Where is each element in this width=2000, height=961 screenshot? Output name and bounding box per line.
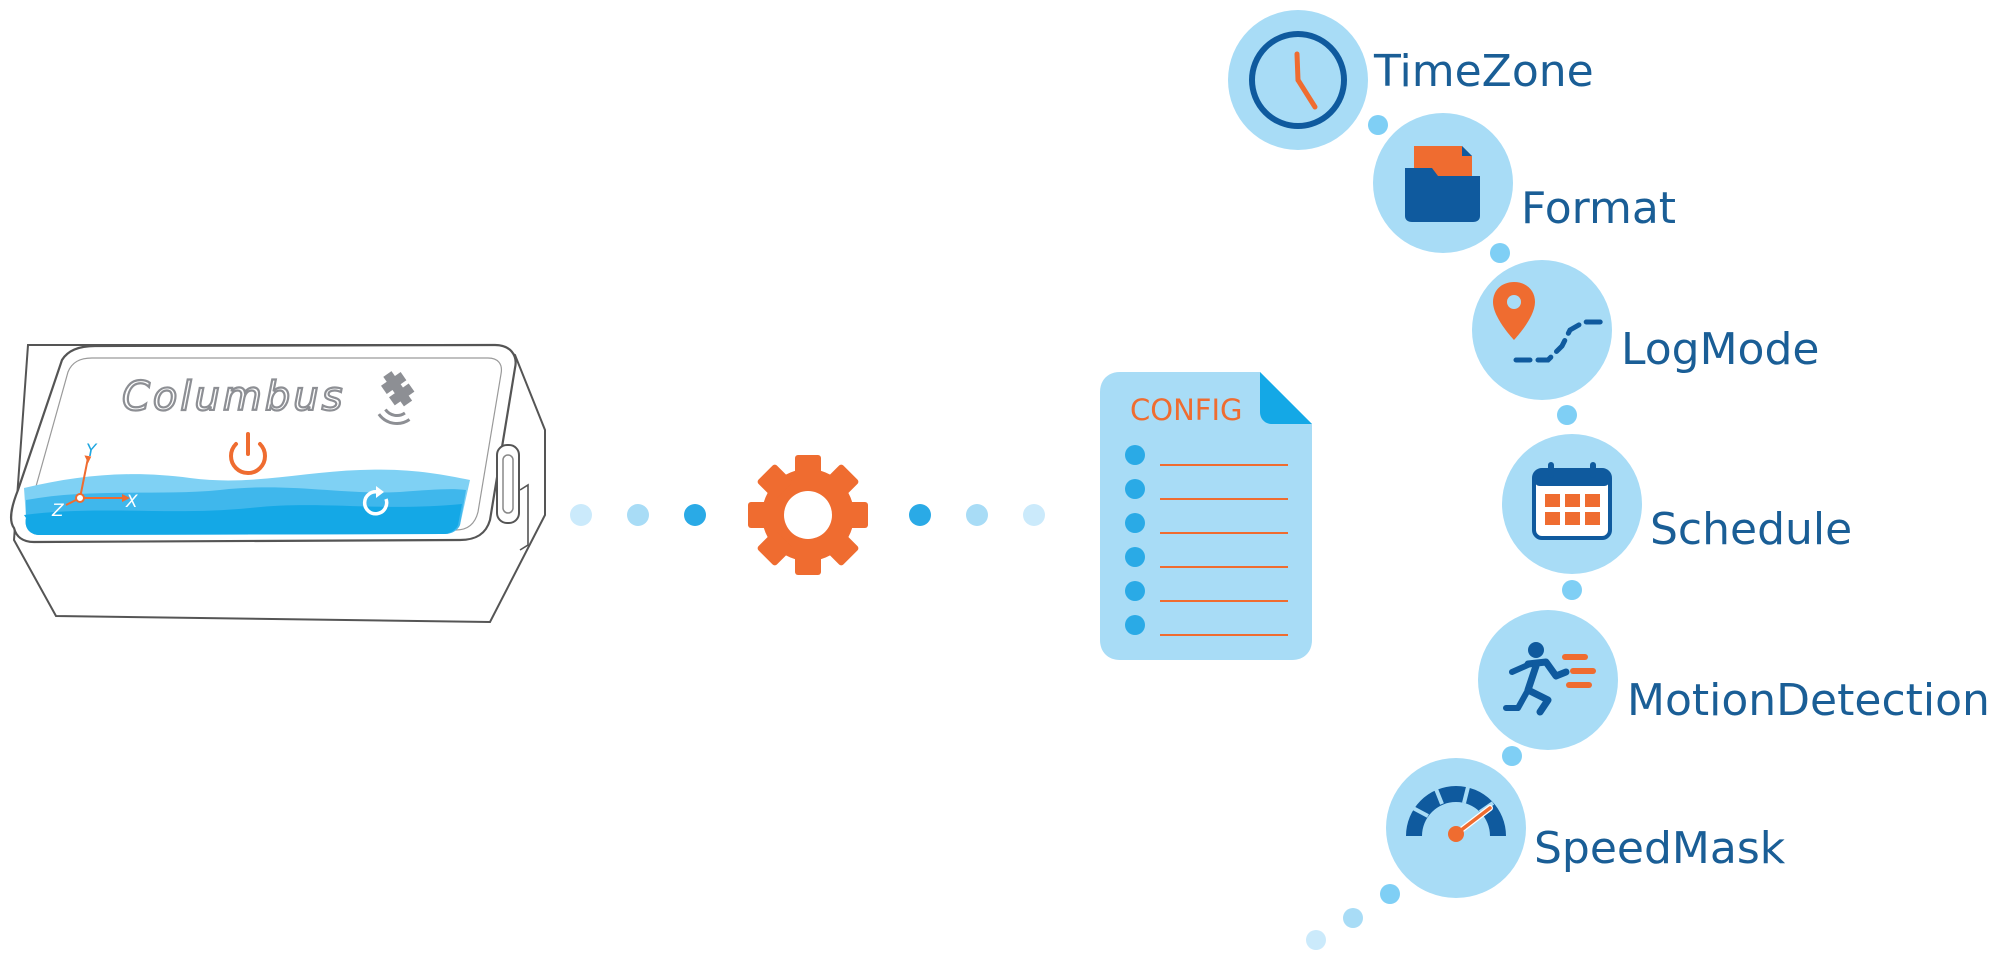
map-pin-route-icon <box>1493 282 1609 363</box>
setting-label-speedmask: SpeedMask <box>1534 823 1786 874</box>
setting-label-format: Format <box>1521 183 1676 234</box>
reset-button-icon[interactable] <box>362 486 389 516</box>
config-lines <box>1125 445 1288 636</box>
setting-timezone: TimeZone <box>1228 10 1594 150</box>
running-person-icon <box>1503 642 1596 716</box>
gps-logger-device: Columbus Y X Z <box>9 343 546 624</box>
calendar-icon <box>1532 462 1612 540</box>
satellite-logo-icon <box>377 371 415 425</box>
config-bullet <box>1125 513 1145 533</box>
usb-port <box>496 444 529 551</box>
config-bullet <box>1125 581 1145 601</box>
water-wave-graphic <box>24 469 470 535</box>
config-title: CONFIG <box>1130 393 1242 427</box>
config-bullet <box>1125 615 1145 635</box>
config-document-icon: CONFIG <box>1100 372 1312 660</box>
setting-schedule: Schedule <box>1502 434 1852 574</box>
setting-format: Format <box>1373 113 1676 253</box>
connector-dots-right <box>909 504 1045 526</box>
setting-label-logmode: LogMode <box>1621 324 1819 375</box>
config-bullet <box>1125 547 1145 567</box>
setting-logmode: LogMode <box>1472 260 1819 400</box>
brand-logo-text: Columbus <box>122 374 345 420</box>
folder-icon <box>1405 146 1480 222</box>
setting-label-timezone: TimeZone <box>1373 46 1594 97</box>
power-button-icon[interactable] <box>229 432 267 476</box>
setting-label-motiondetection: MotionDetection <box>1627 675 1990 726</box>
axis-label-y: Y <box>86 441 98 461</box>
arc-connector-dots <box>1306 115 1582 950</box>
connector-dots-left <box>570 504 706 526</box>
axis-label-x: X <box>125 492 138 512</box>
setting-motiondetection: MotionDetection <box>1478 610 1990 750</box>
setting-speedmask: SpeedMask <box>1386 758 1786 898</box>
config-bullet <box>1125 445 1145 465</box>
gear-icon <box>748 455 868 575</box>
axis-indicator: Y X Z <box>51 441 138 521</box>
config-bullet <box>1125 479 1145 499</box>
clock-icon <box>1249 31 1347 129</box>
axis-label-z: Z <box>51 501 64 521</box>
speedometer-icon <box>1406 786 1506 842</box>
setting-label-schedule: Schedule <box>1650 504 1852 555</box>
